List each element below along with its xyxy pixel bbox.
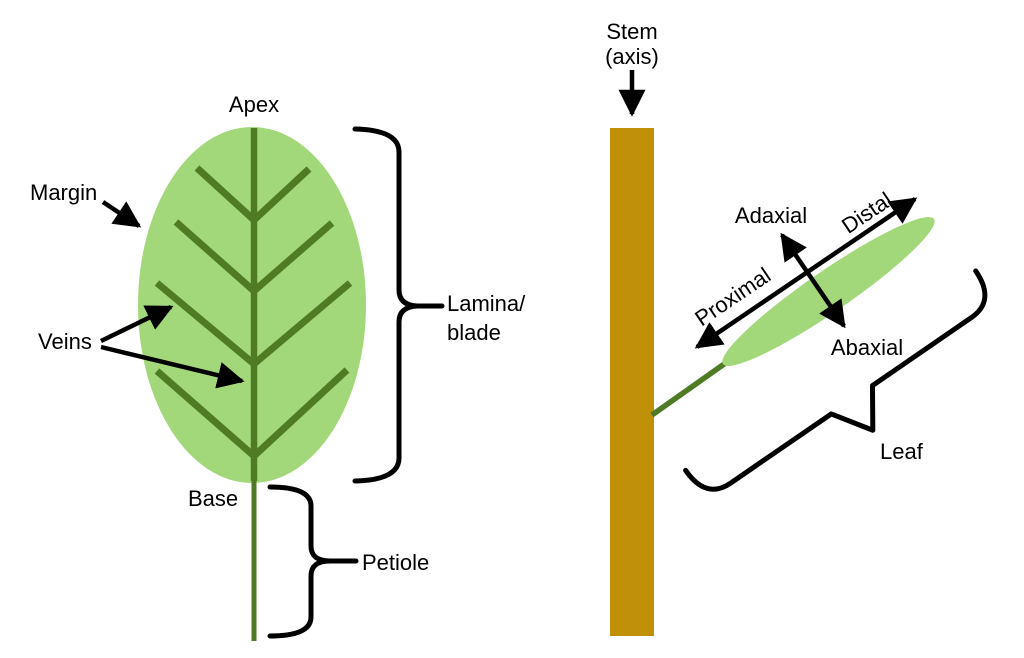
- stem-bar: [610, 128, 654, 636]
- vein-line: [173, 219, 257, 294]
- petiole-brace: [267, 484, 359, 639]
- base-label: Base: [188, 486, 238, 511]
- lamina-blade-label-line2: blade: [447, 320, 501, 345]
- veins-arrow-lower: [100, 344, 245, 389]
- leaf-bracket-group: [683, 268, 988, 492]
- adaxial-abaxial-arrow: [780, 232, 846, 329]
- veins-label: Veins: [38, 329, 92, 354]
- angled-petiole-line: [650, 359, 729, 418]
- vein-line: [154, 280, 257, 367]
- stem-leaf-panel: Stem (axis) Adaxial Abaxial Distal Proxi…: [605, 19, 988, 636]
- stem-label-line1: Stem: [606, 19, 657, 44]
- leaf-bracket: [683, 268, 988, 492]
- stem-label-line2: (axis): [605, 44, 659, 69]
- adaxial-label: Adaxial: [735, 203, 807, 228]
- vein-line: [251, 367, 350, 459]
- abaxial-label: Abaxial: [831, 335, 903, 360]
- vein-line: [251, 280, 353, 367]
- lamina-brace: [352, 126, 445, 484]
- vein-line: [154, 368, 257, 459]
- apex-label: Apex: [229, 92, 279, 117]
- vein-line: [251, 166, 312, 223]
- vein-line: [194, 165, 257, 223]
- margin-label: Margin: [30, 180, 97, 205]
- margin-arrow: [101, 200, 142, 228]
- veins-group: [154, 165, 353, 459]
- veins-arrow-upper: [100, 304, 174, 344]
- vein-line: [251, 220, 335, 294]
- leaf-label: Leaf: [880, 439, 924, 464]
- flat-leaf-panel: Apex Margin Veins Base Lamina/ blade Pet…: [30, 92, 526, 641]
- petiole-label: Petiole: [362, 550, 429, 575]
- lamina-blade-label-line1: Lamina/: [447, 291, 526, 316]
